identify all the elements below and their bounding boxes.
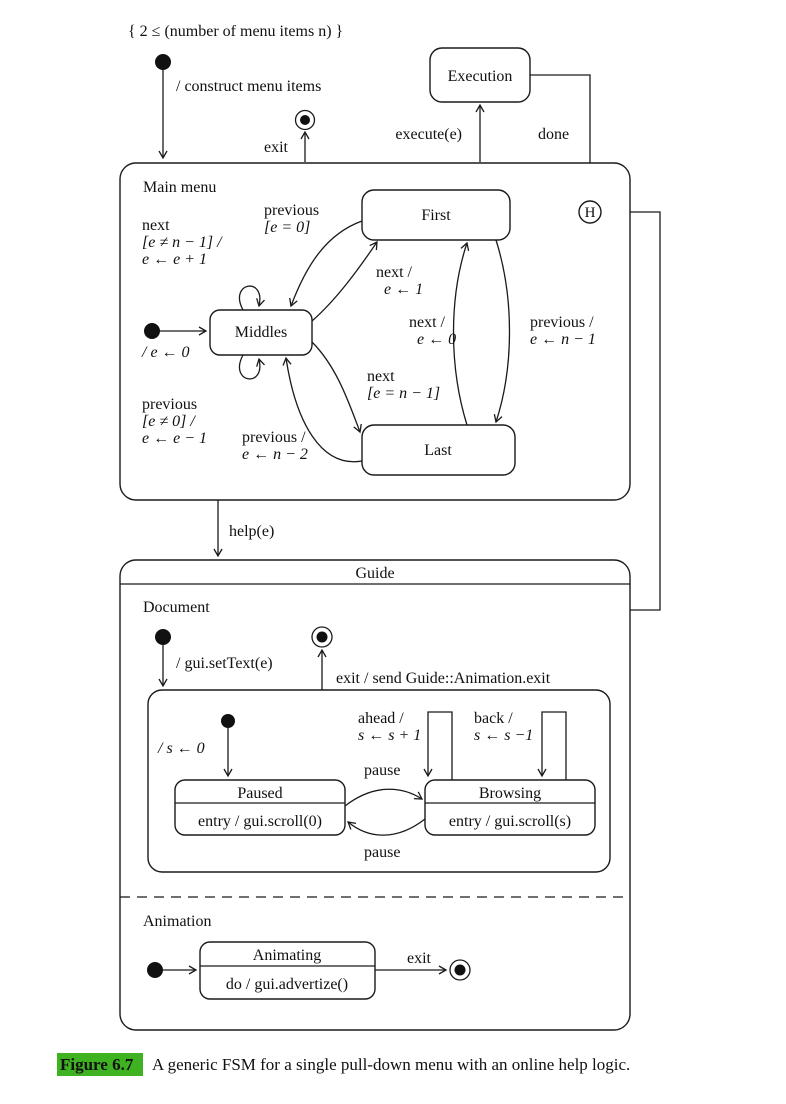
document-init-action: / gui.setText(e) [176, 655, 273, 672]
region-animation-label: Animation [143, 913, 211, 930]
state-animating-do: do / gui.advertize() [226, 976, 348, 993]
execute-label: execute(e) [395, 126, 462, 143]
first-to-middles-line1: previous [264, 202, 319, 219]
history-state-label: H [585, 205, 596, 221]
back-line2: s ← s −1 [474, 727, 533, 744]
state-first [361, 189, 511, 241]
state-first-title: First [421, 207, 451, 224]
final-state-animation-outer [449, 959, 471, 981]
transition-last-to-middles [282, 356, 363, 463]
initial-state-animation [147, 962, 163, 978]
ahead-line1: ahead / [358, 710, 404, 727]
state-middles-title: Middles [235, 324, 287, 341]
last-to-first-line1: next / [409, 314, 446, 331]
state-browsing-title: Browsing [479, 785, 541, 802]
state-last-title: Last [424, 442, 452, 459]
transition-first-to-last [493, 239, 511, 424]
next-self-line1: next [142, 217, 170, 234]
transition-guide-to-history [602, 207, 661, 611]
prev-self-line2: [e ≠ 0] / [142, 413, 196, 430]
help-label: help(e) [229, 523, 274, 540]
transition-last-to-first [452, 241, 470, 426]
state-browsing [424, 779, 596, 836]
state-main-menu-title: Main menu [143, 179, 216, 196]
history-state [578, 200, 602, 224]
final-state-top-outer [294, 109, 316, 131]
state-paused [174, 779, 346, 836]
initial-state-document [155, 629, 171, 645]
state-animating-title: Animating [253, 947, 321, 964]
transition-ahead-self-loop [423, 711, 453, 780]
first-to-last-line1: previous / [530, 314, 594, 331]
first-to-last-line2: e ← n − 1 [530, 331, 596, 348]
state-last [361, 424, 516, 476]
final-state-animation-inner [454, 964, 466, 976]
first-to-middles-line2: [e = 0] [264, 219, 310, 236]
next-self-line2: [e ≠ n − 1] / [142, 234, 223, 251]
init-middles-action: / e ← 0 [141, 344, 190, 361]
final-state-document-outer [311, 626, 333, 648]
transition-prev-self-loop [238, 354, 265, 380]
transition-middles-to-last [311, 341, 362, 434]
last-to-middles-line2: e ← n − 2 [242, 446, 308, 463]
prev-self-line1: previous [142, 396, 197, 413]
constraint-note: { 2 ≤ (number of menu items n) } [128, 23, 343, 40]
transition-pause-back [346, 818, 426, 836]
caption-figure-label: Figure 6.7 [60, 1055, 134, 1074]
final-state-document-inner [316, 631, 328, 643]
final-state-top-inner [300, 115, 310, 125]
animation-exit-label: exit [407, 950, 432, 967]
ahead-line2: s ← s + 1 [358, 727, 421, 744]
scrolling-init-action: / s ← 0 [157, 740, 205, 757]
state-execution-title: Execution [448, 68, 513, 85]
prev-self-line3: e ← e − 1 [142, 430, 207, 447]
last-to-first-line2: e ← 0 [417, 331, 456, 348]
state-main-menu [119, 162, 631, 501]
middles-to-first-line1: next / [376, 264, 413, 281]
state-guide-title: Guide [355, 565, 394, 582]
pause-forward-label: pause [364, 762, 400, 779]
pause-back-label: pause [364, 844, 400, 861]
state-paused-title: Paused [237, 785, 282, 802]
middles-to-last-line1: next [367, 368, 395, 385]
caption-text: A generic FSM for a single pull-down men… [152, 1055, 630, 1074]
transition-pause-forward [344, 788, 424, 807]
middles-to-last-line2: [e = n − 1] [367, 385, 440, 402]
transition-done [530, 74, 595, 200]
transition-first-to-middles [289, 220, 363, 308]
state-middles [209, 309, 313, 356]
next-self-line3: e ← e + 1 [142, 251, 207, 268]
document-exit-action: exit / send Guide::Animation.exit [336, 670, 551, 687]
exit-label-top: exit [264, 139, 289, 156]
initial-state-main-menu [144, 323, 160, 339]
state-browsing-entry: entry / gui.scroll(s) [449, 813, 571, 830]
initial-state-scrolling [221, 714, 235, 728]
construct-label: / construct menu items [176, 78, 321, 95]
transition-middles-to-first [311, 240, 378, 322]
transition-back-self-loop [537, 711, 567, 780]
middles-to-first-line2: e ← 1 [384, 281, 423, 298]
transition-next-self-loop [238, 285, 265, 311]
state-paused-entry: entry / gui.scroll(0) [198, 813, 322, 830]
region-document-label: Document [143, 599, 210, 616]
caption-highlight [57, 1053, 143, 1076]
back-line1: back / [474, 710, 513, 727]
done-label: done [538, 126, 569, 143]
last-to-middles-line1: previous / [242, 429, 306, 446]
initial-state-top [155, 54, 171, 70]
